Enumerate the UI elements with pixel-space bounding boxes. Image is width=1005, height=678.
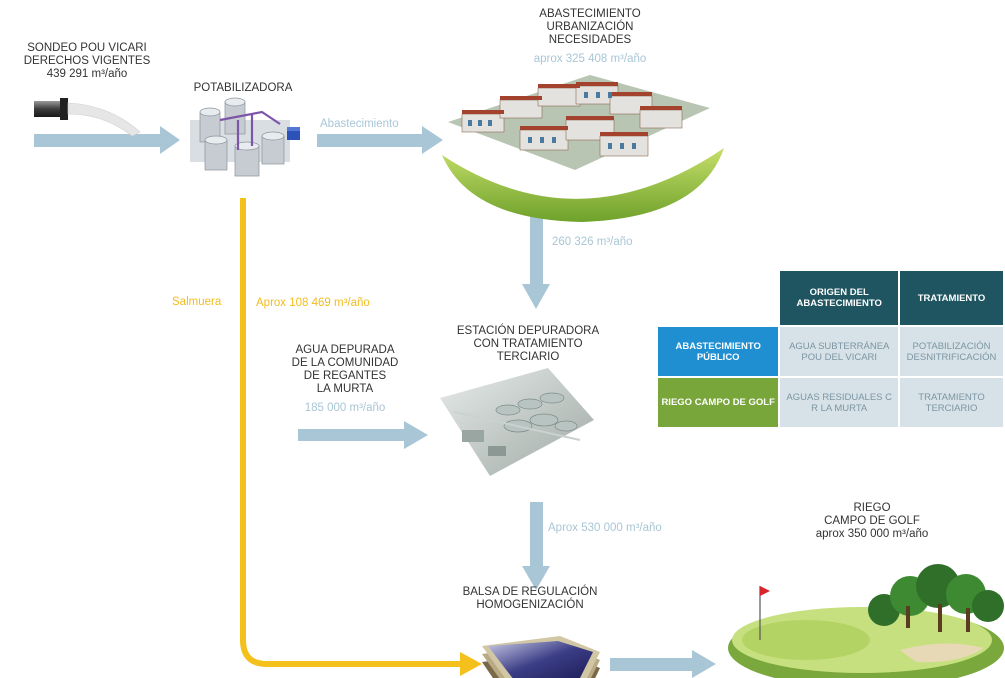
agua-depurada-label: AGUA DEPURADA DE LA COMUNIDAD DE REGANTE… bbox=[270, 344, 420, 415]
sondeo-line-2: DERECHOS VIGENTES bbox=[23, 55, 151, 67]
sondeo-line-3: 439 291 m³/año bbox=[46, 68, 128, 80]
flow-abastecimiento-label: Abastecimiento bbox=[320, 118, 399, 131]
table-header-treatment: TRATAMIENTO bbox=[900, 271, 1003, 325]
table-cell-origin-public: AGUA SUBTERRÁNEA POU DEL VICARI bbox=[780, 327, 899, 376]
estacion-line-1: ESTACIÓN DEPURADORA bbox=[456, 325, 600, 337]
sondeo-line-1: SONDEO POU VICARI bbox=[27, 42, 147, 54]
supply-origin-table: ORIGEN DEL ABASTECIMIENTO TRATAMIENTO AB… bbox=[656, 269, 1005, 429]
table-row-label-golf: RIEGO CAMPO DE GOLF bbox=[658, 378, 779, 427]
table-cell-treatment-golf: TRATAMIENTO TERCIARIO bbox=[900, 378, 1003, 427]
urbanizacion-quantity: aprox 325 408 m³/año bbox=[533, 53, 647, 65]
salmuera-qty-label: Aprox 108 469 m³/año bbox=[256, 297, 370, 310]
flow-estacion-to-balsa bbox=[522, 502, 550, 590]
salmuera-qty: Aprox 108 469 m³/año bbox=[256, 297, 370, 309]
table-row: RIEGO CAMPO DE GOLF AGUAS RESIDUALES C R… bbox=[658, 378, 1003, 427]
urbanizacion-line-2: URBANIZACIÓN bbox=[546, 21, 634, 33]
riego-line-2: CAMPO DE GOLF bbox=[824, 515, 920, 527]
urbanizacion-line-1: ABASTECIMIENTO bbox=[539, 8, 641, 20]
flow-urbanizacion-qty: 260 326 m³/año bbox=[552, 236, 633, 248]
potabilizadora-label: POTABILIZADORA bbox=[172, 82, 314, 95]
salmuera-label: Salmuera bbox=[172, 296, 221, 309]
well-pipe-icon bbox=[34, 98, 141, 137]
table-cell-origin-golf: AGUAS RESIDUALES C R LA MURTA bbox=[780, 378, 899, 427]
table-corner bbox=[658, 271, 778, 325]
agua-depurada-line-3: DE REGANTES bbox=[303, 370, 387, 382]
wastewater-plant-icon bbox=[440, 368, 594, 476]
potabilizadora-title: POTABILIZADORA bbox=[193, 82, 293, 94]
sondeo-label: SONDEO POU VICARI DERECHOS VIGENTES 439 … bbox=[0, 42, 174, 81]
flow-urbanizacion-to-estacion bbox=[522, 204, 550, 309]
golf-course-icon bbox=[728, 564, 1004, 678]
table-header-row: ORIGEN DEL ABASTECIMIENTO TRATAMIENTO bbox=[658, 271, 1003, 325]
treatment-plant-icon bbox=[190, 97, 300, 177]
balsa-pond-icon bbox=[482, 636, 600, 678]
table-row-label-public: ABASTECIMIENTO PÚBLICO bbox=[658, 327, 779, 376]
flow-estacion-qty: Aprox 530 000 m³/año bbox=[548, 522, 662, 534]
urbanizacion-line-3: NECESIDADES bbox=[548, 34, 632, 46]
flow-estacion-qty-label: Aprox 530 000 m³/año bbox=[548, 522, 662, 535]
abastecimiento-urbanizacion-label: ABASTECIMIENTO URBANIZACIÓN NECESIDADES … bbox=[490, 8, 690, 66]
salmuera-text: Salmuera bbox=[172, 296, 222, 308]
riego-label: RIEGO CAMPO DE GOLF aprox 350 000 m³/año bbox=[782, 502, 962, 541]
table-header-origin: ORIGEN DEL ABASTECIMIENTO bbox=[780, 271, 899, 325]
flow-balsa-to-riego bbox=[610, 650, 716, 678]
balsa-line-1: BALSA DE REGULACIÓN bbox=[462, 586, 598, 598]
agua-depurada-quantity: 185 000 m³/año bbox=[304, 402, 386, 414]
table-cell-treatment-public: POTABILIZACIÓN DESNITRIFICACIÓN bbox=[900, 327, 1003, 376]
flow-urbanizacion-qty-label: 260 326 m³/año bbox=[552, 236, 633, 249]
urbanization-icon bbox=[442, 75, 724, 222]
salmuera-arrow bbox=[240, 198, 482, 676]
estacion-line-2: CON TRATAMIENTO bbox=[473, 338, 583, 350]
flow-abastecimiento-text: Abastecimiento bbox=[320, 118, 399, 130]
riego-line-3: aprox 350 000 m³/año bbox=[815, 528, 929, 540]
riego-line-1: RIEGO bbox=[853, 502, 891, 514]
flow-agua-depurada-arrow bbox=[298, 421, 428, 449]
balsa-label: BALSA DE REGULACIÓN HOMOGENIZACIÓN bbox=[432, 586, 628, 612]
estacion-label: ESTACIÓN DEPURADORA CON TRATAMIENTO TERC… bbox=[430, 325, 626, 364]
agua-depurada-line-1: AGUA DEPURADA bbox=[295, 344, 395, 356]
table-row: ABASTECIMIENTO PÚBLICO AGUA SUBTERRÁNEA … bbox=[658, 327, 1003, 376]
flow-sondeo-to-potabilizadora bbox=[34, 126, 180, 154]
estacion-line-3: TERCIARIO bbox=[496, 351, 560, 363]
flow-abastecimiento-arrow bbox=[317, 126, 443, 154]
agua-depurada-line-4: LA MURTA bbox=[316, 383, 374, 395]
agua-depurada-line-2: DE LA COMUNIDAD bbox=[291, 357, 399, 369]
balsa-line-2: HOMOGENIZACIÓN bbox=[476, 599, 584, 611]
